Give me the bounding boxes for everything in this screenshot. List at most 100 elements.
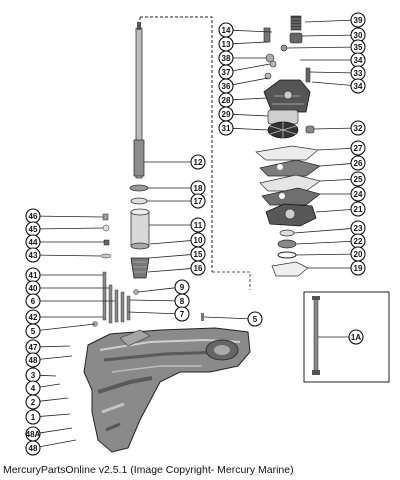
callout-46: 46 bbox=[25, 208, 41, 224]
callout-label-text: 26 bbox=[354, 159, 363, 168]
callout-4: 4 bbox=[25, 380, 41, 396]
leader-line-26 bbox=[319, 163, 352, 167]
callout-33: 33 bbox=[350, 65, 366, 81]
callout-label-text: 43 bbox=[29, 251, 38, 260]
callout-44: 44 bbox=[25, 234, 41, 250]
callout-45: 45 bbox=[25, 221, 41, 237]
callout-label-text: 48 bbox=[29, 444, 38, 453]
leader-line-30 bbox=[301, 34, 352, 37]
water-tube-seal-part bbox=[289, 32, 303, 44]
callout-32: 32 bbox=[350, 120, 366, 136]
driveshaft-part bbox=[133, 22, 145, 179]
impeller-key-part bbox=[305, 125, 315, 134]
callout-15: 15 bbox=[190, 246, 206, 262]
leader-line-35 bbox=[286, 46, 352, 49]
callout-label-text: 23 bbox=[354, 224, 363, 233]
callout-circle bbox=[350, 140, 366, 156]
leader-line-20 bbox=[295, 253, 352, 256]
callout-7: 7 bbox=[174, 306, 190, 322]
leader-line-2 bbox=[39, 397, 69, 402]
callout-label-text: 12 bbox=[194, 158, 203, 167]
leader-line-10 bbox=[149, 240, 192, 245]
leader-line-27 bbox=[317, 147, 352, 151]
callout-31: 31 bbox=[218, 120, 234, 136]
callout-27: 27 bbox=[350, 140, 366, 156]
callout-label-text: 37 bbox=[222, 68, 231, 77]
leader-line-25 bbox=[319, 178, 352, 182]
callout-14: 14 bbox=[218, 22, 234, 38]
callout-48b: 48 bbox=[25, 440, 41, 456]
callout-label-text: 48A bbox=[26, 430, 41, 439]
leader-line-21 bbox=[315, 209, 352, 213]
callout-label-text: 2 bbox=[31, 398, 36, 407]
callout-28: 28 bbox=[218, 92, 234, 108]
callout-circle bbox=[25, 394, 41, 410]
callout-38: 38 bbox=[218, 50, 234, 66]
callout-circle bbox=[190, 260, 206, 276]
callout-label-text: 34 bbox=[354, 56, 363, 65]
callout-37: 37 bbox=[218, 64, 234, 80]
leader-line-5l bbox=[39, 323, 96, 331]
leader-line-43 bbox=[39, 254, 102, 257]
callout-label-text: 44 bbox=[29, 238, 38, 247]
callout-25: 25 bbox=[350, 171, 366, 187]
callout-label-text: 22 bbox=[354, 237, 363, 246]
callout-label-text: 15 bbox=[194, 250, 203, 259]
leader-line-1 bbox=[39, 413, 71, 417]
pinion-gear-part bbox=[130, 257, 150, 279]
callout-20: 20 bbox=[350, 246, 366, 262]
callout-21: 21 bbox=[350, 201, 366, 217]
callout-22: 22 bbox=[350, 233, 366, 249]
callout-label-text: 28 bbox=[222, 96, 231, 105]
callout-circle bbox=[25, 293, 41, 309]
leader-line-48b bbox=[39, 439, 77, 448]
callout-8: 8 bbox=[174, 293, 190, 309]
callout-circle bbox=[25, 247, 41, 263]
callout-label-text: 39 bbox=[354, 16, 363, 25]
callout-label-text: 8 bbox=[180, 297, 185, 306]
callout-label-text: 41 bbox=[29, 271, 38, 280]
leader-line-23 bbox=[293, 228, 352, 234]
callout-label-text: 38 bbox=[222, 54, 231, 63]
callout-label-text: 7 bbox=[180, 310, 185, 319]
callout-17: 17 bbox=[190, 193, 206, 209]
callout-label-text: 10 bbox=[194, 236, 203, 245]
callout-24: 24 bbox=[350, 186, 366, 202]
callout-label-text: 20 bbox=[354, 250, 363, 259]
leader-line-13 bbox=[232, 41, 269, 45]
leader-line-9 bbox=[137, 287, 176, 293]
callout-label-text: 1A bbox=[351, 333, 361, 342]
callout-40: 40 bbox=[25, 280, 41, 296]
face-plate-gaskets bbox=[255, 145, 321, 206]
leader-line-14 bbox=[232, 29, 273, 33]
callout-circle bbox=[350, 260, 366, 276]
callout-label-text: 31 bbox=[222, 124, 231, 133]
leader-line-47 bbox=[39, 345, 71, 348]
callout-11: 11 bbox=[190, 217, 206, 233]
leader-line-8 bbox=[129, 299, 176, 302]
callout-1: 1 bbox=[25, 409, 41, 425]
callout-circle bbox=[25, 323, 41, 339]
leader-line-45 bbox=[39, 227, 104, 230]
callout-circle bbox=[25, 352, 41, 368]
leader-line-31 bbox=[232, 127, 269, 131]
leader-line-4 bbox=[39, 383, 61, 388]
leader-line-15 bbox=[148, 254, 192, 259]
leader-line-48a bbox=[39, 355, 73, 360]
callout-label-text: 16 bbox=[194, 264, 203, 273]
leader-line-48A bbox=[39, 427, 73, 434]
callout-circle bbox=[350, 120, 366, 136]
left-fastener-parts bbox=[92, 213, 204, 327]
leader-line-29 bbox=[232, 113, 269, 117]
callout-label-text: 32 bbox=[354, 124, 363, 133]
impeller-part bbox=[267, 121, 299, 139]
seal-and-oring-parts bbox=[271, 229, 309, 277]
callout-label-text: 45 bbox=[29, 225, 38, 234]
callout-label-text: 11 bbox=[194, 221, 203, 230]
leader-line-33 bbox=[309, 71, 352, 74]
callout-label-text: 9 bbox=[180, 283, 185, 292]
callout-18: 18 bbox=[190, 180, 206, 196]
callout-circle bbox=[25, 409, 41, 425]
callout-circle bbox=[190, 154, 206, 170]
